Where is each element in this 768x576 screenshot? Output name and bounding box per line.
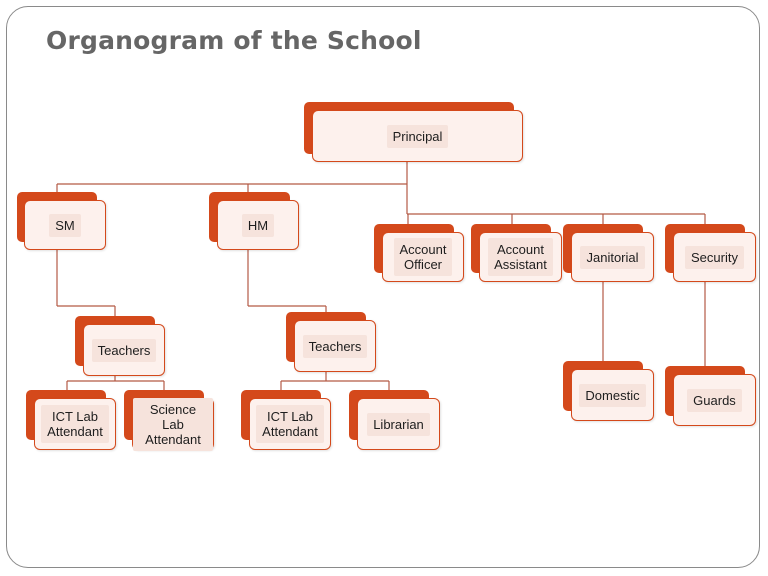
node-label: Janitorial — [580, 245, 645, 269]
principal-box: Principal — [304, 102, 523, 162]
node-label: Science Lab Attendant — [133, 397, 213, 451]
node-label: Principal — [386, 124, 449, 148]
node-label: ICT Lab Attendant — [41, 405, 109, 443]
node-label: Teachers — [302, 334, 368, 358]
node-label: Guards — [687, 388, 742, 412]
security-box: Security — [665, 224, 756, 282]
domestic-box: Domestic — [563, 361, 654, 421]
sm-ict-lab-attendant-box: ICT Lab Attendant — [26, 390, 116, 450]
hm-box: HM — [209, 192, 299, 250]
guards-box: Guards — [665, 366, 756, 426]
hm-teachers-box: Teachers — [286, 312, 376, 372]
sm-science-lab-attendant-box: Science Lab Attendant — [124, 390, 214, 451]
sm-box: SM — [17, 192, 106, 250]
node-label: Account Assistant — [488, 238, 553, 276]
account-officer-box: Account Officer — [374, 224, 464, 282]
node-label: SM — [49, 213, 81, 237]
node-label: Teachers — [91, 338, 157, 362]
page-title: Organogram of the School — [46, 26, 422, 55]
node-label: ICT Lab Attendant — [256, 405, 324, 443]
slide-frame — [6, 6, 760, 568]
node-label: Security — [685, 245, 744, 269]
librarian-box: Librarian — [349, 390, 440, 450]
node-label: Domestic — [579, 383, 646, 407]
node-label: Account Officer — [393, 238, 453, 276]
node-label: HM — [241, 213, 275, 237]
sm-teachers-box: Teachers — [75, 316, 165, 376]
account-assistant-box: Account Assistant — [471, 224, 562, 282]
node-label: Librarian — [367, 412, 430, 436]
janitorial-box: Janitorial — [563, 224, 654, 282]
hm-ict-lab-attendant-box: ICT Lab Attendant — [241, 390, 331, 450]
